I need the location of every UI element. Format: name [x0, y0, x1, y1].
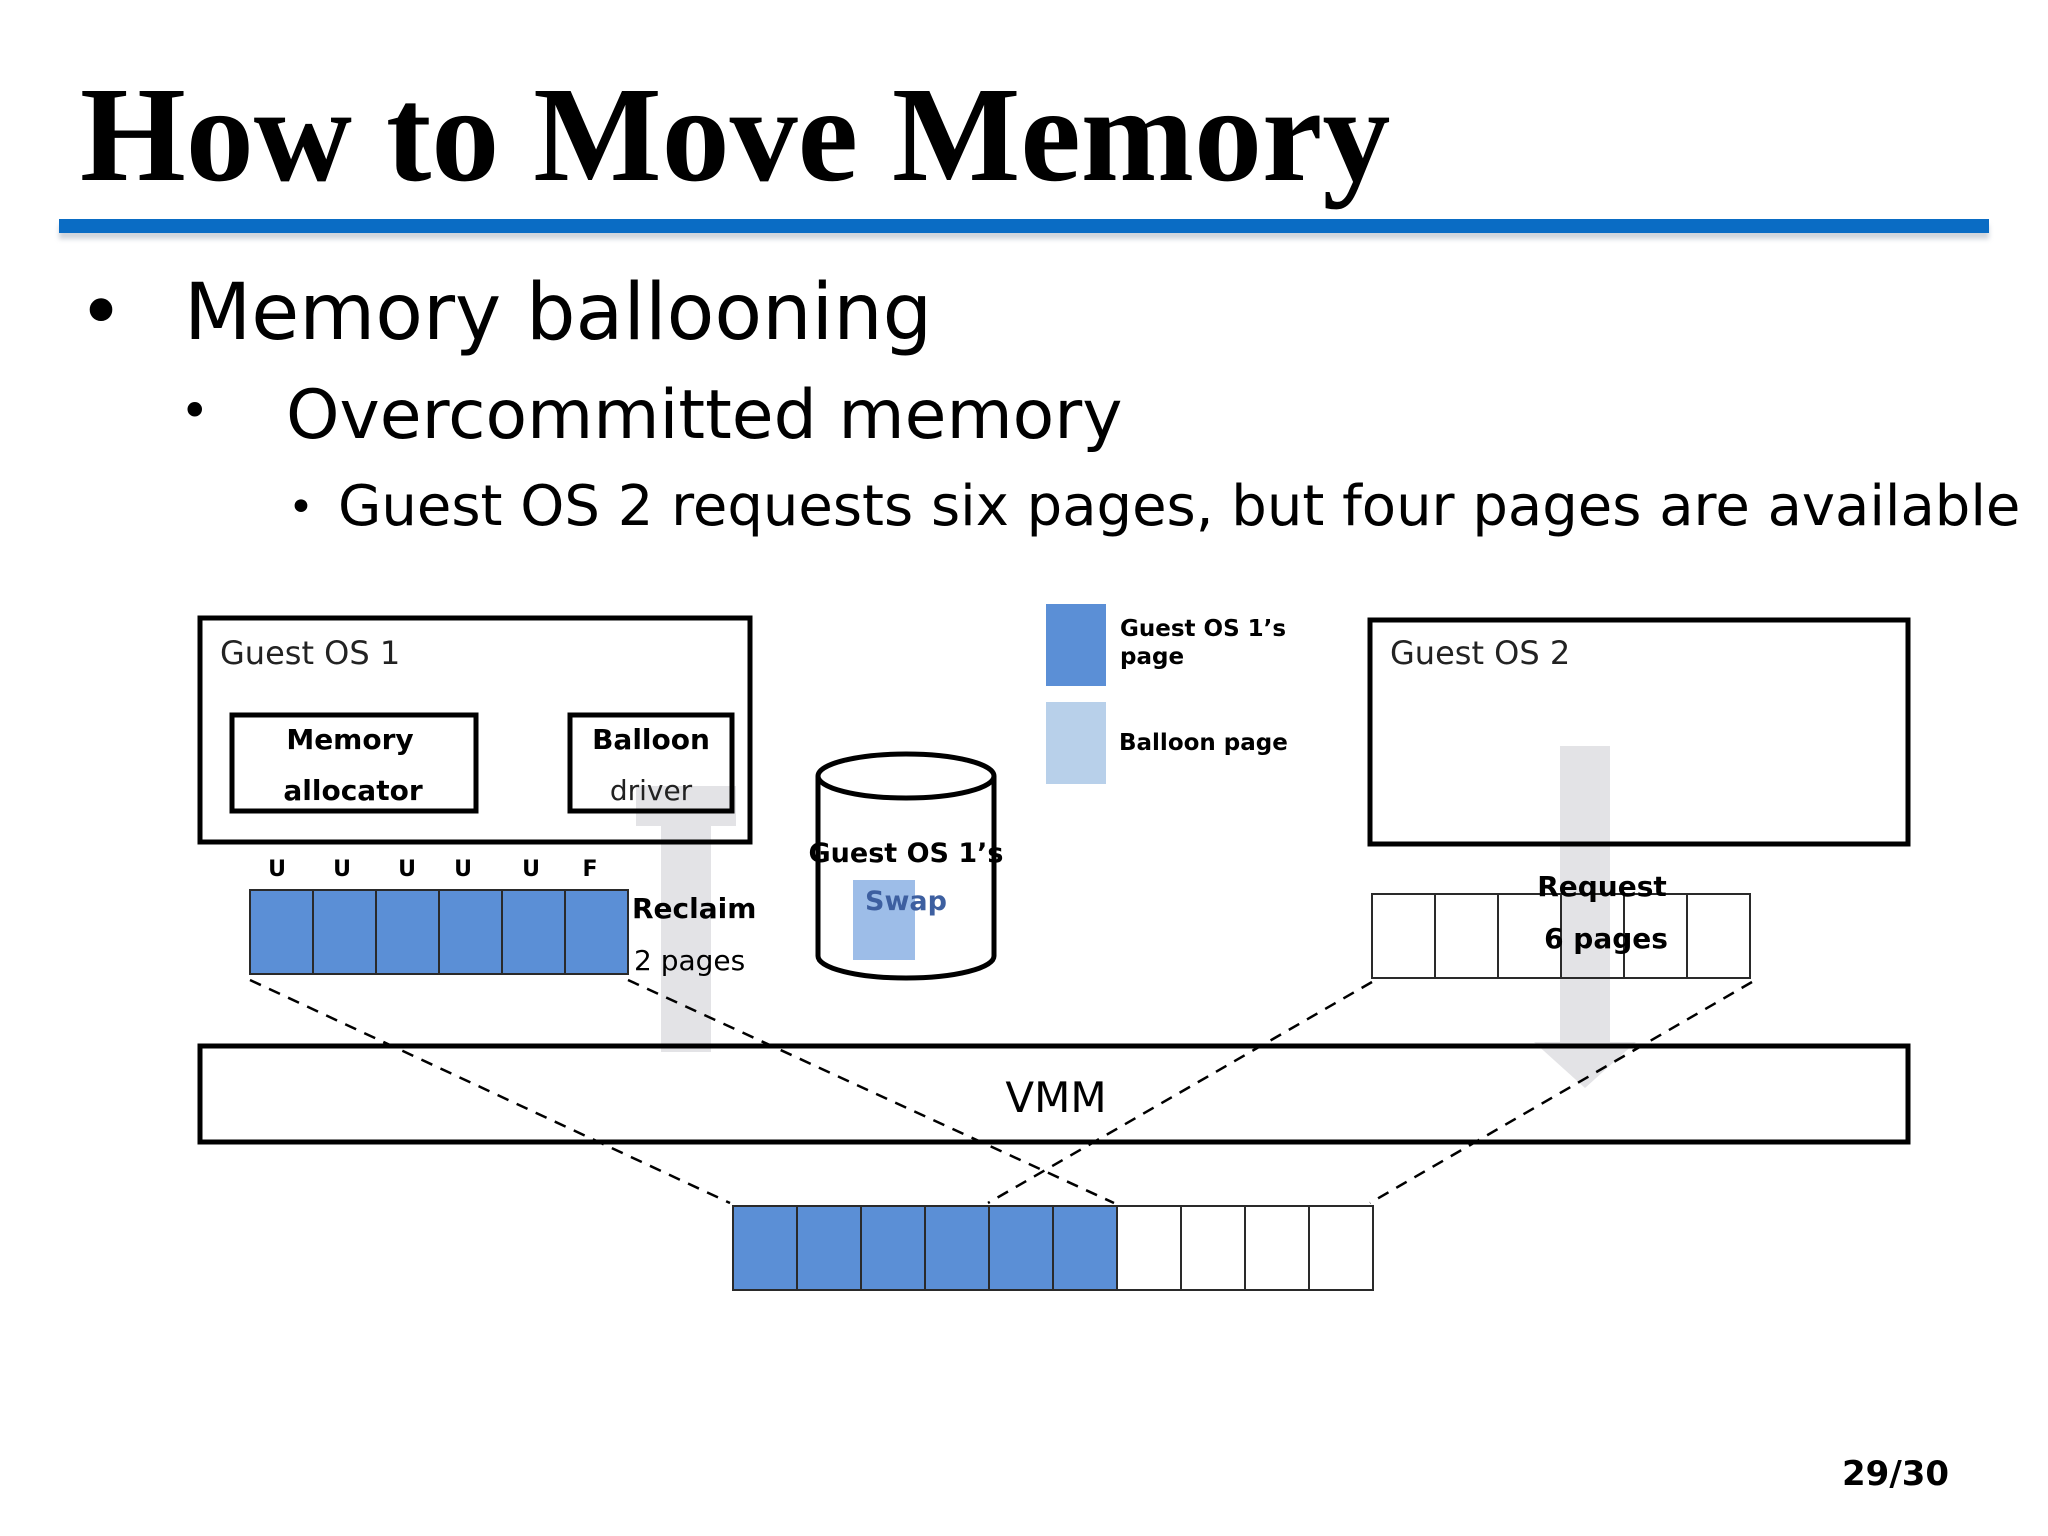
legend-guest-page-label-line2: page — [1120, 644, 1184, 670]
guest-os2-page — [1686, 893, 1751, 979]
request-label-line2: 6 pages — [1544, 922, 1668, 955]
bullet-memory-ballooning: Memory ballooning — [184, 268, 933, 358]
mapping-line — [987, 980, 1373, 1205]
bullet-marker: • — [78, 268, 125, 358]
guest-os2-page — [1371, 893, 1436, 979]
guest-os1-page — [375, 889, 440, 975]
guest-os1-page — [501, 889, 566, 975]
guest-os2-label: Guest OS 2 — [1390, 634, 1570, 672]
slide-title: How to Move Memory — [80, 60, 1391, 210]
host-page-free — [1116, 1205, 1182, 1291]
memory-allocator-line1: Memory — [286, 723, 413, 756]
page-flag-4: U — [454, 857, 472, 882]
host-page-free — [1180, 1205, 1246, 1291]
swapped-page — [853, 880, 915, 960]
reclaim-label-line1: Reclaim — [632, 892, 756, 925]
swap-label: Guest OS 1’s — [809, 838, 1004, 869]
page-flag-5: U — [522, 857, 540, 882]
memory-allocator-line2: allocator — [283, 774, 422, 807]
page-flag-2: U — [333, 857, 351, 882]
page-flag-1: U — [268, 857, 286, 882]
guest-os1-page — [249, 889, 314, 975]
bullet-marker: • — [288, 482, 314, 533]
guest-os1-label: Guest OS 1 — [220, 634, 400, 672]
host-page-used — [1052, 1205, 1118, 1291]
balloon-driver-box — [567, 712, 735, 814]
bullet-overcommitted-memory: Overcommitted memory — [286, 376, 1123, 455]
host-page-used — [796, 1205, 862, 1291]
guest-os1-page — [564, 889, 629, 975]
title-underline — [59, 219, 1989, 233]
guest-os1-page — [438, 889, 503, 975]
page-mapping-lines — [249, 978, 1753, 1205]
guest-os2-box — [1367, 617, 1911, 847]
guest-os1-pages — [249, 889, 629, 975]
page-flag-6: F — [582, 857, 597, 882]
memory-allocator-box — [229, 712, 479, 814]
vmm-box — [197, 1043, 1911, 1145]
bullet-marker: • — [180, 382, 210, 440]
reclaim-label-line2: 2 pages — [634, 944, 745, 977]
swap-sublabel: Swap — [865, 886, 947, 917]
vmm-label: VMM — [1005, 1073, 1106, 1122]
request-down-arrow — [1534, 746, 1636, 1088]
host-page-used — [988, 1205, 1054, 1291]
reclaim-up-arrow — [636, 764, 736, 1052]
guest-os1-box — [197, 615, 753, 845]
legend-balloon-page-label: Balloon page — [1119, 730, 1288, 756]
balloon-driver-line1: Balloon — [592, 723, 710, 756]
legend-guest-page-swatch — [1046, 604, 1106, 686]
host-page-used — [860, 1205, 926, 1291]
legend-guest-page-label-line1: Guest OS 1’s — [1120, 616, 1286, 642]
host-pages — [732, 1205, 1374, 1291]
bullet-guest-os2-request: Guest OS 2 requests six pages, but four … — [338, 474, 2021, 539]
page-flag-3: U — [398, 857, 416, 882]
guest-os2-pages — [1371, 893, 1751, 979]
mapping-line — [1369, 980, 1753, 1205]
mapping-line — [627, 978, 1115, 1205]
host-page-used — [924, 1205, 990, 1291]
legend-balloon-page-swatch — [1046, 702, 1106, 784]
page-number: 29/30 — [1842, 1454, 1950, 1494]
host-page-used — [732, 1205, 798, 1291]
balloon-driver-line2: driver — [610, 774, 693, 807]
guest-os2-page — [1434, 893, 1499, 979]
guest-os1-page — [312, 889, 377, 975]
host-page-free — [1308, 1205, 1374, 1291]
mapping-line — [249, 978, 731, 1205]
host-page-free — [1244, 1205, 1310, 1291]
request-label-line1: Request — [1537, 870, 1667, 903]
